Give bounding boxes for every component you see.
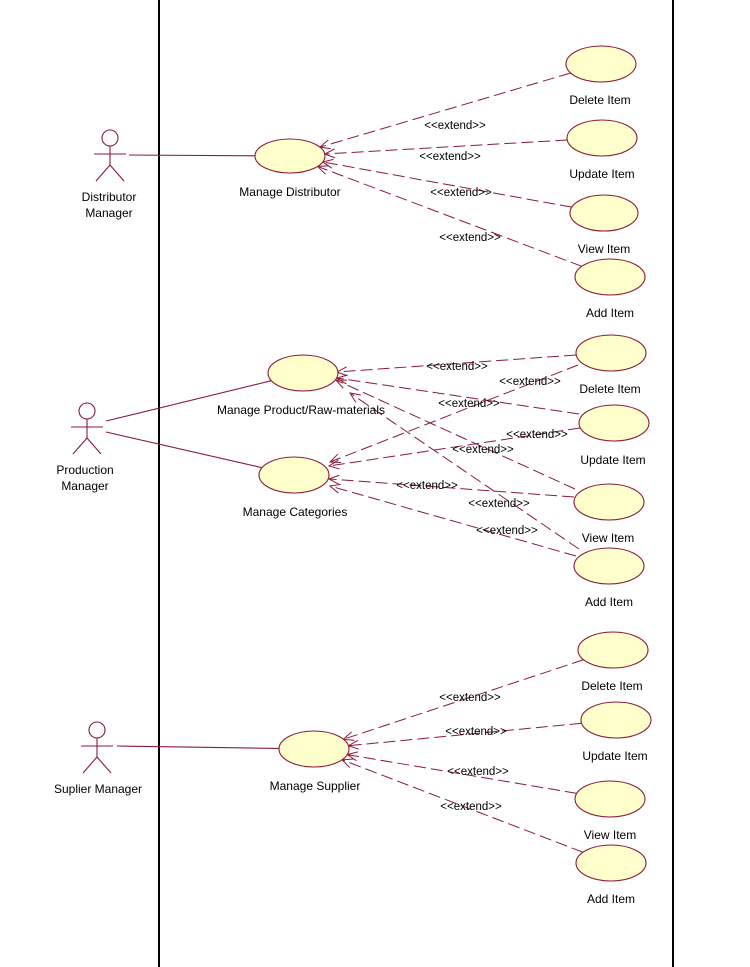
extend-dependency-line bbox=[343, 659, 584, 740]
association-line bbox=[105, 431, 263, 469]
extend-dependency-line bbox=[341, 759, 584, 853]
actor-label: Manager bbox=[85, 206, 132, 220]
actor-label: Production bbox=[56, 463, 113, 477]
extend-label: <<extend>> bbox=[468, 498, 530, 510]
association-line bbox=[116, 745, 280, 750]
actor-head bbox=[78, 402, 96, 420]
actor-head bbox=[101, 129, 119, 147]
use-case-manage-categories[interactable] bbox=[258, 456, 330, 494]
use-case-prod-update[interactable] bbox=[578, 404, 650, 442]
extend-label: <<extend>> bbox=[426, 361, 488, 373]
extend-label: <<extend>> bbox=[424, 120, 486, 132]
extend-label: <<extend>> bbox=[440, 801, 502, 813]
extend-label: <<extend>> bbox=[476, 525, 538, 537]
extend-arrowhead bbox=[318, 139, 331, 150]
use-case-manage-distributor[interactable] bbox=[254, 138, 326, 174]
extend-dependency-line bbox=[317, 165, 582, 267]
extend-dependency-line bbox=[349, 392, 580, 550]
actor-head bbox=[88, 721, 106, 739]
extend-dependency-line bbox=[336, 354, 577, 373]
actor-label: Manager bbox=[61, 479, 108, 493]
extend-label: <<extend>> bbox=[439, 232, 501, 244]
use-case-label: Add Item bbox=[585, 595, 633, 609]
use-case-label: Manage Distributor bbox=[239, 185, 340, 199]
use-case-label: Delete Item bbox=[579, 382, 640, 396]
extend-label: <<extend>> bbox=[396, 480, 458, 492]
extend-label: <<extend>> bbox=[452, 444, 514, 456]
use-case-label: Update Item bbox=[569, 167, 634, 181]
use-case-sup-view[interactable] bbox=[574, 780, 646, 818]
extend-label: <<extend>> bbox=[506, 429, 568, 441]
extend-arrowhead bbox=[323, 148, 336, 159]
actor-suplier-manager[interactable] bbox=[81, 721, 113, 774]
extend-label: <<extend>> bbox=[499, 376, 561, 388]
extend-label: <<extend>> bbox=[430, 187, 492, 199]
use-case-label: Update Item bbox=[580, 453, 645, 467]
use-case-sup-add[interactable] bbox=[575, 844, 647, 882]
use-case-dist-add[interactable] bbox=[574, 258, 646, 296]
extend-dependency-line bbox=[322, 161, 572, 208]
actor-left-leg bbox=[82, 756, 98, 774]
extend-label: <<extend>> bbox=[419, 151, 481, 163]
use-case-prod-delete[interactable] bbox=[575, 334, 647, 372]
use-case-label: Manage Supplier bbox=[270, 779, 361, 793]
extend-arrowhead bbox=[327, 474, 340, 485]
use-case-label: Delete Item bbox=[581, 679, 642, 693]
use-case-label: Manage Categories bbox=[243, 505, 348, 519]
use-case-label: View Item bbox=[582, 531, 634, 545]
use-case-label: Update Item bbox=[582, 749, 647, 763]
use-case-dist-update[interactable] bbox=[566, 119, 638, 157]
actor-distributor-manager[interactable] bbox=[94, 129, 126, 182]
use-case-label: Manage Product/Raw-materials bbox=[217, 403, 385, 417]
extend-label: <<extend>> bbox=[447, 766, 509, 778]
extend-dependency-line bbox=[328, 427, 581, 467]
association-line bbox=[128, 154, 256, 157]
actor-right-leg bbox=[86, 437, 102, 455]
use-case-dist-view[interactable] bbox=[569, 194, 639, 232]
use-case-sup-delete[interactable] bbox=[577, 631, 649, 669]
use-case-manage-supplier[interactable] bbox=[278, 730, 350, 768]
extend-arrowhead bbox=[328, 483, 341, 494]
actor-left-leg bbox=[95, 164, 111, 182]
actor-right-leg bbox=[96, 756, 112, 774]
extend-dependency-line bbox=[335, 379, 576, 490]
actor-right-leg bbox=[109, 164, 125, 182]
use-case-prod-add[interactable] bbox=[573, 547, 645, 585]
actor-production-manager[interactable] bbox=[71, 402, 103, 455]
use-case-label: Delete Item bbox=[569, 93, 630, 107]
extend-dependency-line bbox=[319, 72, 571, 148]
extend-dependency-line bbox=[347, 754, 577, 794]
actor-left-leg bbox=[72, 437, 88, 455]
use-case-label: View Item bbox=[578, 242, 630, 256]
use-case-label: Add Item bbox=[587, 892, 635, 906]
extend-dependency-line bbox=[329, 485, 577, 557]
extend-dependency-line bbox=[324, 139, 568, 155]
extend-dependency-line bbox=[329, 364, 579, 463]
extend-arrowhead bbox=[328, 453, 342, 464]
extend-dependency-line bbox=[328, 478, 575, 498]
use-case-label: View Item bbox=[584, 828, 636, 842]
extend-dependency-line bbox=[336, 377, 580, 415]
association-line bbox=[105, 380, 272, 422]
extend-label: <<extend>> bbox=[445, 726, 507, 738]
use-case-prod-view[interactable] bbox=[573, 483, 645, 521]
extend-label: <<extend>> bbox=[439, 692, 501, 704]
extend-label: <<extend>> bbox=[438, 398, 500, 410]
extend-arrowhead bbox=[348, 392, 361, 403]
actor-label: Distributor bbox=[82, 190, 137, 204]
extend-dependency-line bbox=[348, 722, 582, 747]
actor-label: Suplier Manager bbox=[54, 782, 142, 796]
extend-arrowhead bbox=[327, 459, 340, 470]
use-case-dist-delete[interactable] bbox=[565, 45, 637, 83]
use-case-manage-product[interactable] bbox=[267, 354, 339, 392]
use-case-sup-update[interactable] bbox=[580, 701, 652, 739]
use-case-label: Add Item bbox=[586, 306, 634, 320]
